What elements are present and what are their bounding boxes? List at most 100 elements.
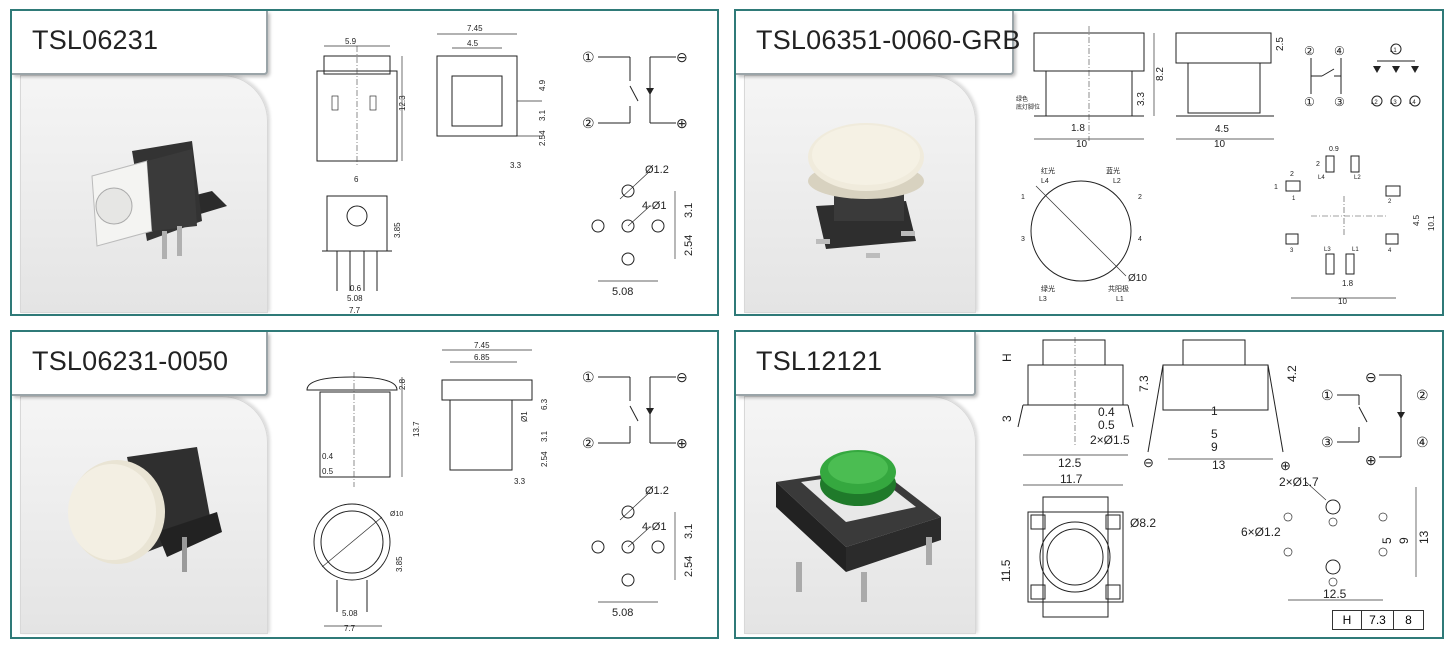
dimension-label: 3 (1290, 248, 1294, 254)
dimension-label: 2 (1388, 199, 1392, 205)
dimension-label: 10.1 (1427, 215, 1436, 231)
title-box: TSL06231 (12, 11, 268, 75)
product-title: TSL06351-0060-GRB (756, 25, 1021, 55)
dimension-label: ⊖ (676, 49, 688, 65)
dimension-label: 11.7 (1060, 472, 1083, 486)
dimension-label: 2.54 (683, 556, 695, 577)
dimension-label: 7.7 (344, 624, 356, 633)
dimension-label: 2 (1290, 171, 1294, 178)
dimension-label: 0.5 (322, 467, 334, 476)
dimension-label: 3.3 (514, 477, 526, 486)
dimension-label: 1 (1274, 184, 1278, 191)
dimension-label: 5.08 (342, 609, 358, 618)
dimension-label: 2.54 (683, 235, 695, 256)
dimension-drawing: H 3 0.4 0.5 2×Ø1.5 12.5 7.3 4.2 1 5 9 13… (999, 337, 1299, 618)
dimension-label: ① (1321, 387, 1334, 403)
dimension-label: 7.45 (467, 24, 483, 33)
dimension-label: 6.85 (474, 353, 490, 362)
dimension-label: 13 (1212, 458, 1226, 472)
dimension-label: 7.3 (1137, 375, 1151, 392)
dimension-label: 4-Ø1 (642, 521, 666, 533)
dimension-label: 1.8 (1071, 123, 1085, 134)
pad-layout: 0.9 2 2 1 4.5 10.1 1.8 10 L4 L2 L3 L1 1 … (1274, 146, 1436, 306)
dimension-label: 12.5 (1323, 587, 1347, 601)
dimension-label: Ø8.2 (1130, 516, 1156, 530)
height-table-cell: 8 (1394, 610, 1424, 630)
dimension-label: 7.7 (349, 306, 361, 315)
dimension-label: ⊕ (1280, 458, 1291, 473)
dimension-label: Ø1.2 (645, 164, 669, 176)
dimension-label: 3.1 (540, 430, 549, 442)
dimension-label: ① (582, 49, 595, 65)
dimension-label: ⊖ (1365, 369, 1377, 385)
circuit-diagram: ② ④ ① ③ L1 L2 L3 L4 (1304, 43, 1421, 109)
dimension-label: Ø10 (390, 511, 403, 518)
dimension-label: 1 (1292, 196, 1296, 202)
dimension-label: 0.9 (1329, 146, 1339, 153)
dimension-label: 4-Ø1 (642, 200, 666, 212)
switch-photo (808, 123, 924, 258)
dimension-label: 2 (1316, 161, 1320, 168)
dimension-label: 2 (1138, 194, 1142, 201)
dimension-label: 8.2 (1155, 67, 1166, 81)
dimension-label: ② (582, 115, 595, 131)
dimension-label: L2 (1113, 178, 1121, 185)
dimension-label: L3 (1324, 247, 1331, 253)
dimension-label: 绿光 (1041, 284, 1055, 293)
dimension-label: 6.3 (540, 398, 549, 410)
dimension-label: ⊖ (676, 369, 688, 385)
dimension-drawing: 绿色 底灯脚位 8.2 3.3 1.8 10 2.5 4.5 10 红光 L4 … (1016, 26, 1286, 303)
dimension-label: Ø1 (520, 411, 529, 422)
dimension-label: 12.3 (398, 95, 407, 111)
dimension-label: 2.54 (538, 130, 547, 146)
dimension-label: Ø1.2 (645, 485, 669, 497)
circuit-diagram: ① ② ⊖ ⊕ (582, 49, 688, 131)
dimension-label: L3 (1039, 296, 1047, 303)
dimension-label: H (1000, 353, 1014, 362)
dimension-label: 3.1 (683, 203, 695, 218)
dimension-label: 0.6 (350, 284, 362, 293)
height-table-cell: H (1332, 610, 1362, 630)
dimension-drawing: 5.9 12.3 7.45 4.5 4.9 3.1 2.54 3.3 6 3.8… (316, 24, 547, 315)
dimension-label: ② (1416, 387, 1429, 403)
dimension-label: L1 (1352, 247, 1359, 253)
dimension-label: ⊕ (676, 435, 688, 451)
dimension-label: ② (1304, 44, 1315, 58)
dimension-label: 10 (1214, 139, 1226, 150)
dimension-label: 3 (1000, 415, 1014, 422)
dimension-label: Ø10 (1128, 273, 1147, 284)
dimension-label: 6×Ø1.2 (1241, 525, 1281, 539)
dimension-label: ⊕ (1365, 452, 1377, 468)
pcb-layout: Ø1.2 4-Ø1 3.1 2.54 5.08 (591, 485, 695, 619)
height-table-cell: 7.3 (1362, 610, 1394, 630)
dimension-label: 4.5 (1215, 124, 1229, 135)
dimension-label: L4 (1041, 178, 1049, 185)
dimension-label: 4 (1138, 236, 1142, 243)
dimension-label: 0.4 (322, 452, 334, 461)
dimension-label: ① (1304, 95, 1315, 109)
dimension-label: 4.5 (467, 39, 479, 48)
dimension-label: 蓝光 (1106, 166, 1120, 175)
dimension-label: ⊖ (1143, 455, 1154, 470)
dimension-label: 5.08 (612, 286, 633, 298)
dimension-label: 3 (1021, 236, 1025, 243)
switch-photo (91, 141, 227, 259)
product-panel-tsl06351: TSL06351-0060-GRB 绿色 底灯脚位 8.2 3.3 1.8 10… (734, 9, 1444, 316)
product-title: TSL12121 (756, 346, 883, 376)
dimension-label: 13.7 (412, 421, 421, 437)
dimension-label: L4 (1318, 175, 1325, 181)
dimension-label: 3.1 (538, 109, 547, 121)
dimension-label: ③ (1321, 434, 1334, 450)
dimension-label: 0.5 (1098, 418, 1115, 432)
dimension-label: 2.5 (1275, 37, 1286, 51)
dimension-label: 13 (1417, 530, 1431, 544)
pcb-layout: 2×Ø1.7 6×Ø1.2 5 9 13 12.5 (1241, 475, 1431, 601)
dimension-label: 12.5 (1058, 456, 1082, 470)
dimension-label: 3.85 (393, 222, 402, 238)
dimension-label: 9 (1211, 440, 1218, 454)
dimension-label: 3.85 (395, 556, 404, 572)
circuit-diagram: ① ② ⊖ ⊕ (582, 369, 688, 451)
dimension-label: L2 (1371, 100, 1378, 106)
dimension-label: ⊕ (676, 115, 688, 131)
product-panel-tsl12121: TSL12121 H 3 0.4 0.5 2×Ø1.5 12.5 7.3 4.2… (734, 330, 1444, 639)
